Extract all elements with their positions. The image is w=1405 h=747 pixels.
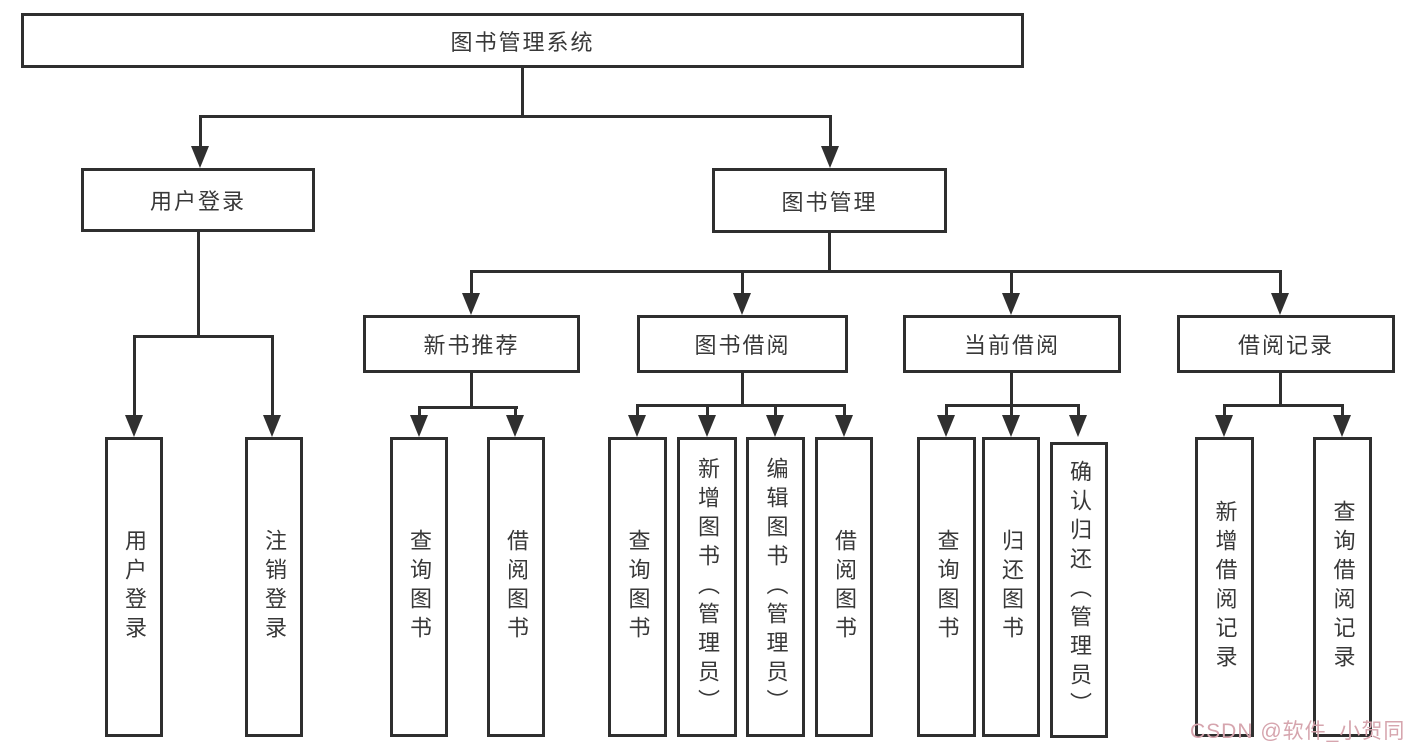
arrow-down-icon [628, 415, 646, 437]
connector-bookborrow-hline [636, 404, 845, 407]
arrow-down-icon [1069, 415, 1087, 437]
leaf-label: 归还图书 [999, 529, 1024, 645]
connector-bookmgmt-vline [828, 233, 831, 272]
connector-stub [199, 115, 202, 148]
node-label: 图书管理 [781, 189, 878, 215]
leaf-cb-search-books: 查询图书 [917, 437, 976, 737]
arrow-down-icon [937, 415, 955, 437]
arrow-down-icon [506, 415, 524, 437]
node-book-borrow: 图书借阅 [637, 315, 848, 373]
arrow-down-icon [1215, 415, 1233, 437]
connector-borrowrecords-hline [1223, 404, 1344, 407]
connector-root-hline [199, 115, 832, 118]
arrow-down-icon [1002, 415, 1020, 437]
arrow-down-icon [125, 415, 143, 437]
watermark: CSDN @软件_小贺同学 [1190, 720, 1405, 743]
leaf-label: 查询图书 [625, 529, 651, 645]
node-label: 新书推荐 [423, 333, 520, 358]
arrow-down-icon [410, 415, 428, 437]
arrow-down-icon [766, 415, 784, 437]
connector-stub [945, 404, 948, 415]
leaf-cb-confirm-return-admin: 确认归还（管理员） [1050, 442, 1108, 738]
leaf-label: 查询图书 [934, 529, 960, 645]
arrow-down-icon [835, 415, 853, 437]
leaf-label: 编辑图书（管理员） [763, 456, 789, 718]
connector-stub [1341, 404, 1344, 415]
node-label: 图书借阅 [694, 333, 791, 358]
connector-stub [1010, 404, 1013, 415]
leaf-bb-add-books-admin: 新增图书（管理员） [677, 437, 737, 737]
node-user-login: 用户登录 [81, 168, 315, 232]
connector-newbooks-hline [418, 406, 518, 409]
connector-stub [829, 115, 832, 148]
node-label: 借阅记录 [1237, 333, 1334, 358]
arrow-down-icon [698, 415, 716, 437]
connector-stub [636, 404, 639, 415]
leaf-user-login: 用户登录 [105, 437, 163, 737]
connector-stub [1279, 270, 1282, 294]
connector-bookborrow-vline [741, 373, 744, 406]
leaf-label: 新增借阅记录 [1212, 500, 1238, 674]
leaf-bb-edit-books-admin: 编辑图书（管理员） [746, 437, 805, 737]
leaf-nb-search-books: 查询图书 [390, 437, 448, 737]
connector-bookmgmt-hline [470, 270, 1282, 273]
connector-stub [774, 404, 777, 415]
arrow-down-icon [1002, 293, 1020, 315]
connector-stub [418, 406, 421, 415]
node-label: 用户登录 [149, 189, 246, 214]
leaf-label: 注销登录 [262, 529, 287, 645]
leaf-label: 借阅图书 [832, 529, 857, 645]
connector-newbooks-vline [470, 373, 473, 408]
arrow-down-icon [821, 146, 839, 168]
leaf-nb-borrow-books: 借阅图书 [487, 437, 545, 737]
arrow-down-icon [733, 293, 751, 315]
connector-userlogin-hline [133, 335, 274, 338]
leaf-label: 新增图书（管理员） [695, 456, 720, 718]
leaf-label: 查询图书 [407, 529, 432, 645]
node-library-management-system: 图书管理系统 [21, 13, 1024, 68]
leaf-label: 查询借阅记录 [1330, 500, 1356, 674]
connector-stub [1077, 404, 1080, 415]
node-current-borrow: 当前借阅 [903, 315, 1121, 373]
connector-stub [706, 404, 709, 415]
connector-stub [514, 406, 517, 415]
leaf-bb-search-books: 查询图书 [608, 437, 667, 737]
leaf-logout-login: 注销登录 [245, 437, 303, 737]
connector-stub [1010, 270, 1013, 294]
connector-userlogin-vline [197, 232, 200, 338]
connector-currentborrow-vline [1010, 373, 1013, 406]
arrow-down-icon [462, 293, 480, 315]
connector-stub [843, 404, 846, 415]
connector-borrowrecords-vline [1279, 373, 1282, 406]
node-label: 当前借阅 [963, 333, 1060, 358]
node-borrow-records: 借阅记录 [1177, 315, 1395, 373]
leaf-label: 确认归还（管理员） [1067, 459, 1092, 721]
connector-stub [271, 335, 274, 415]
node-book-management: 图书管理 [712, 168, 947, 233]
leaf-label: 借阅图书 [504, 529, 529, 645]
connector-stub [470, 270, 473, 294]
leaf-bb-borrow-books: 借阅图书 [815, 437, 873, 737]
leaf-br-add-record: 新增借阅记录 [1195, 437, 1254, 737]
connector-root-vline [521, 68, 524, 115]
connector-stub [1223, 404, 1226, 415]
leaf-label: 用户登录 [122, 529, 147, 645]
connector-stub [133, 335, 136, 415]
arrow-down-icon [263, 415, 281, 437]
arrow-down-icon [1271, 293, 1289, 315]
arrow-down-icon [1333, 415, 1351, 437]
leaf-cb-return-books: 归还图书 [982, 437, 1040, 737]
node-new-book-recommend: 新书推荐 [363, 315, 580, 373]
connector-stub [741, 270, 744, 294]
leaf-br-search-record: 查询借阅记录 [1313, 437, 1372, 737]
arrow-down-icon [191, 146, 209, 168]
node-label: 图书管理系统 [450, 29, 595, 55]
